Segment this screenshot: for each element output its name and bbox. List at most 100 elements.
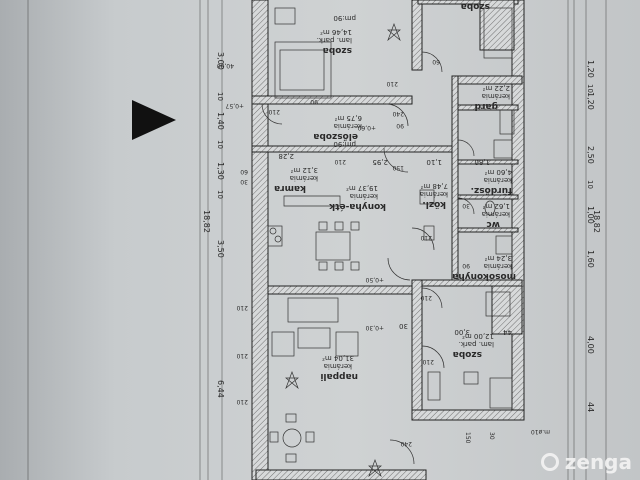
svg-text:wc: wc — [486, 219, 500, 229]
svg-text:előszoba: előszoba — [313, 131, 358, 141]
dimension-texts-right: 1,20 10 1,20 2,50 10 1,00 1,60 4,00 44 1… — [586, 60, 601, 412]
svg-text:kerámia: kerámia — [484, 176, 512, 184]
svg-text:lam. park.: lam. park. — [459, 340, 494, 348]
svg-text:18,82: 18,82 — [202, 210, 211, 233]
svg-text:fürdősz.: fürdősz. — [471, 185, 512, 195]
svg-text:210: 210 — [420, 234, 432, 241]
dimension-lines — [27, 0, 607, 480]
svg-text:150: 150 — [392, 164, 404, 171]
svg-text:18,82: 18,82 — [592, 210, 601, 233]
furniture — [267, 7, 515, 478]
dimension-texts-left: 3,00 10 1,40 10 1,30 10 3,50 6,44 18,82 — [202, 52, 225, 398]
svg-text:30: 30 — [399, 322, 408, 330]
svg-text:1,20: 1,20 — [586, 92, 595, 110]
svg-text:90: 90 — [310, 98, 318, 105]
north-arrow-icon — [132, 100, 176, 140]
svg-text:12,00 m²: 12,00 m² — [462, 332, 494, 340]
opening-dimensions: 210 90 60 210 240 90 60 30 210 150 210 3… — [236, 58, 512, 447]
svg-text:1,40: 1,40 — [216, 112, 225, 130]
svg-text:szoba: szoba — [461, 1, 490, 11]
zenga-watermark: zenga — [540, 450, 632, 474]
svg-text:+0,57: +0,57 — [225, 102, 244, 109]
svg-text:240: 240 — [400, 440, 412, 447]
svg-text:2,95: 2,95 — [372, 158, 388, 166]
svg-text:60: 60 — [240, 168, 248, 175]
svg-text:240: 240 — [392, 110, 404, 117]
svg-text:44: 44 — [586, 402, 595, 412]
svg-text:2,28: 2,28 — [278, 152, 294, 160]
svg-text:90: 90 — [462, 262, 470, 269]
svg-text:6,44: 6,44 — [216, 380, 225, 398]
svg-text:+0,60: +0,60 — [357, 124, 376, 131]
door-swings — [261, 51, 475, 465]
svg-text:4,60 m²: 4,60 m² — [484, 168, 512, 176]
svg-text:mosókonyha: mosókonyha — [452, 271, 516, 282]
svg-text:kerámia: kerámia — [290, 174, 318, 182]
svg-text:3,24 m²: 3,24 m² — [484, 254, 512, 262]
svg-text:30: 30 — [488, 432, 495, 440]
svg-text:10: 10 — [586, 84, 594, 93]
svg-text:1,00: 1,00 — [586, 206, 595, 224]
svg-text:10: 10 — [216, 140, 224, 149]
svg-text:kerámia: kerámia — [420, 190, 448, 198]
svg-text:44: 44 — [503, 328, 512, 336]
svg-text:m.ø10: m.ø10 — [531, 428, 550, 435]
svg-text:gard: gard — [475, 101, 498, 111]
svg-text:10: 10 — [586, 180, 594, 189]
svg-text:210: 210 — [236, 352, 248, 359]
svg-text:közl.: közl. — [422, 199, 446, 209]
svg-text:90: 90 — [396, 122, 404, 129]
middle-dimension-texts: 1,10 1,80 2,95 — [372, 158, 490, 166]
svg-text:kamra: kamra — [274, 183, 306, 193]
svg-text:150: 150 — [464, 432, 471, 444]
zenga-logo-icon — [540, 453, 559, 471]
svg-text:19,37 m²: 19,37 m² — [346, 184, 378, 192]
svg-text:210: 210 — [420, 294, 432, 301]
svg-text:1,60: 1,60 — [586, 250, 595, 268]
svg-text:3,12 m²: 3,12 m² — [290, 166, 318, 174]
svg-text:60: 60 — [432, 58, 440, 65]
svg-text:1,20: 1,20 — [586, 60, 595, 78]
svg-text:2,50: 2,50 — [586, 146, 595, 164]
svg-text:210: 210 — [334, 158, 346, 165]
svg-text:1,10: 1,10 — [426, 158, 442, 166]
svg-text:10: 10 — [216, 190, 224, 199]
svg-text:kerámia: kerámia — [482, 210, 510, 218]
svg-text:3,00: 3,00 — [454, 328, 470, 336]
watermark-text: zenga — [564, 450, 632, 474]
svg-text:40,00: 40,00 — [217, 62, 234, 69]
svg-text:30: 30 — [240, 178, 248, 185]
svg-text:14,46 m²: 14,46 m² — [320, 28, 352, 36]
svg-text:kerámia: kerámia — [484, 262, 512, 270]
svg-text:6,75 m²: 6,75 m² — [334, 114, 362, 122]
svg-text:210: 210 — [422, 358, 434, 365]
svg-text:210: 210 — [236, 398, 248, 405]
svg-text:nappali: nappali — [320, 371, 358, 381]
svg-text:7,48 m²: 7,48 m² — [420, 182, 448, 190]
svg-text:30: 30 — [462, 202, 470, 209]
svg-text:4,00: 4,00 — [586, 336, 595, 354]
svg-text:lam. park.: lam. park. — [317, 36, 352, 44]
svg-text:kerámia: kerámia — [334, 122, 362, 130]
svg-text:pm:90: pm:90 — [333, 14, 356, 22]
svg-text:3,50: 3,50 — [216, 240, 225, 258]
svg-text:10: 10 — [216, 92, 224, 101]
svg-text:szoba: szoba — [323, 45, 352, 55]
svg-text:2,22 m²: 2,22 m² — [482, 84, 510, 92]
room-labels: pm:90 14,46 m² lam. park. szoba szoba 2,… — [274, 1, 516, 381]
svg-text:1,80: 1,80 — [474, 158, 490, 166]
svg-text:210: 210 — [236, 304, 248, 311]
svg-text:3,00: 3,00 — [216, 52, 225, 70]
svg-text:1,62 m²: 1,62 m² — [482, 202, 510, 210]
svg-text:+0,50: +0,50 — [365, 276, 384, 283]
svg-text:210: 210 — [268, 108, 280, 115]
svg-text:szoba: szoba — [453, 349, 482, 359]
svg-text:pm:90: pm:90 — [333, 140, 356, 148]
svg-text:+0,30: +0,30 — [365, 324, 384, 331]
svg-text:konyha-étk: konyha-étk — [328, 201, 386, 212]
svg-text:kerámia: kerámia — [482, 92, 510, 100]
level-marks: +0,57 +0,60 +0,50 +0,30 40,00 m.ø10 — [217, 62, 550, 435]
svg-text:210: 210 — [386, 80, 398, 87]
walls — [251, 0, 525, 480]
